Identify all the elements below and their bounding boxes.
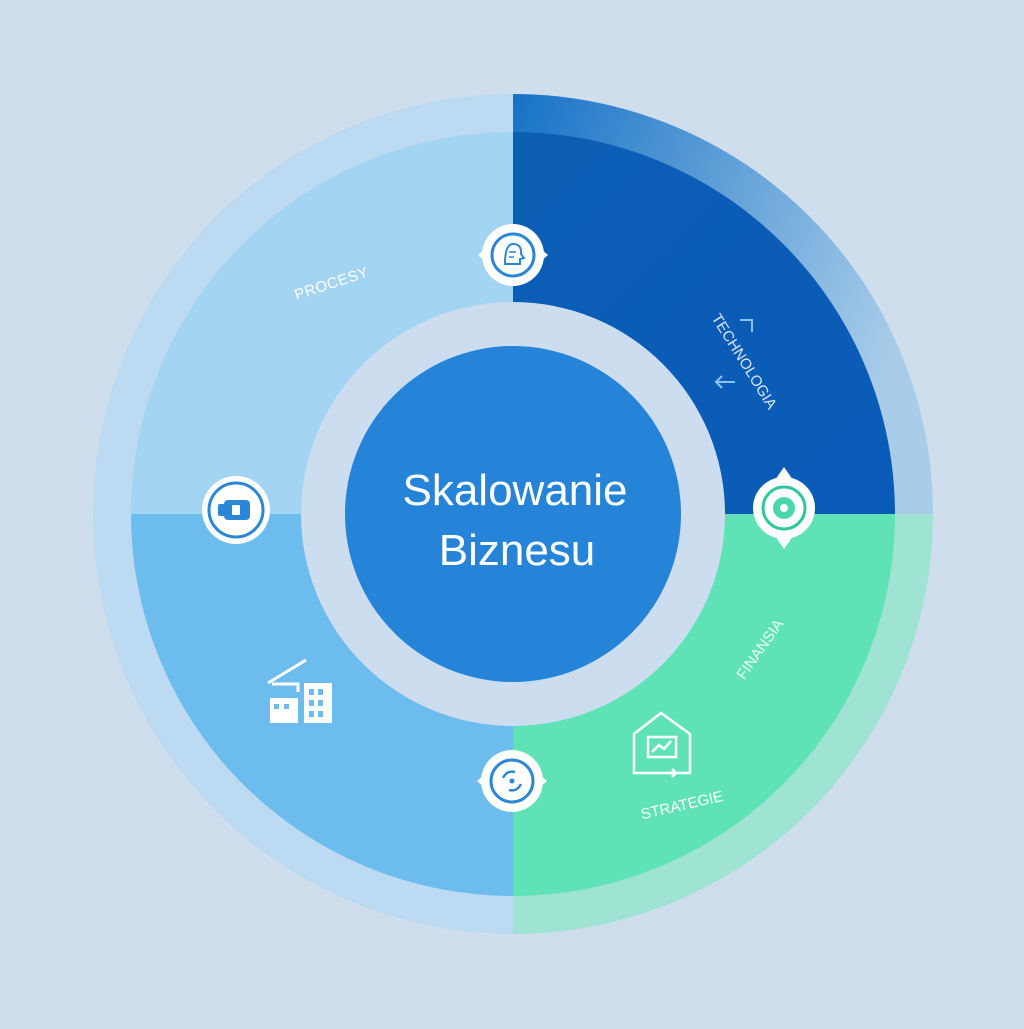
house-chart-icon xyxy=(632,711,692,778)
factory-icon xyxy=(267,658,332,723)
center-title-line1: Skalowanie xyxy=(402,466,627,515)
camera-icon xyxy=(202,476,270,544)
gear-icon xyxy=(753,467,815,549)
center-title-line2: Biznesu xyxy=(439,526,596,575)
arrows-icon xyxy=(714,319,753,389)
sync-icon xyxy=(477,750,547,812)
ai-head-icon xyxy=(478,224,548,286)
center-circle xyxy=(345,346,681,682)
